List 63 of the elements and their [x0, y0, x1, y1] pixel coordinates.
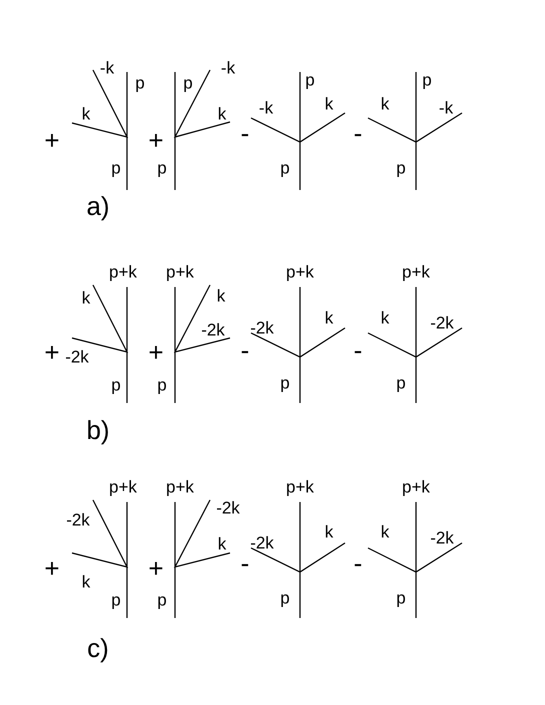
momentum-label: p [183, 74, 193, 92]
momentum-label: k [324, 524, 334, 540]
operator-sign: + [44, 339, 60, 365]
momentum-label: -2k [250, 320, 274, 336]
operator-sign: - [354, 337, 362, 363]
momentum-label: k [82, 290, 90, 306]
momentum-label: p [111, 376, 121, 394]
momentum-label: p+k [109, 264, 137, 280]
momentum-label: -2k [65, 348, 89, 366]
momentum-label: p [305, 72, 315, 88]
momentum-label: p [111, 592, 121, 608]
momentum-label: p [280, 590, 290, 606]
momentum-label: -2k [250, 534, 274, 552]
momentum-label: -k [438, 100, 454, 116]
operator-sign: - [354, 550, 362, 576]
momentum-label: k [324, 96, 334, 112]
momentum-label: p+k [286, 478, 314, 496]
momentum-label: p [135, 74, 145, 92]
momentum-label: p+k [402, 478, 430, 496]
momentum-label: p [396, 374, 406, 392]
momentum-label: -2k [216, 500, 240, 516]
momentum-label: -2k [430, 530, 454, 546]
momentum-label: k [380, 96, 390, 112]
momentum-label: p+k [109, 478, 137, 496]
momentum-label: k [82, 574, 90, 590]
momentum-label: k [218, 536, 226, 552]
operator-sign: + [44, 127, 60, 153]
momentum-label: p+k [166, 264, 194, 280]
operator-sign: - [240, 550, 250, 576]
momentum-label: k [82, 106, 90, 122]
operator-sign: + [148, 127, 164, 153]
momentum-label: k [380, 310, 390, 326]
momentum-label: p [396, 160, 406, 176]
momentum-label: -k [258, 100, 274, 116]
momentum-label: p [157, 160, 167, 176]
momentum-label: p [157, 592, 167, 608]
momentum-label: p [422, 72, 432, 88]
momentum-label: -2k [66, 512, 90, 528]
momentum-label: p [280, 374, 290, 392]
panel-label: c) [87, 635, 109, 661]
operator-sign: - [354, 120, 362, 146]
panel-label: a) [86, 193, 110, 219]
operator-sign: - [240, 337, 250, 363]
operator-sign: + [148, 555, 164, 581]
operator-sign: - [240, 120, 250, 146]
operator-sign: + [44, 555, 60, 581]
momentum-label: p [280, 160, 290, 176]
momentum-label: p+k [166, 478, 194, 496]
momentum-label: p [396, 590, 406, 606]
momentum-label: k [380, 524, 390, 540]
operator-sign: + [148, 339, 164, 365]
momentum-label: k [216, 288, 226, 304]
momentum-label: k [218, 106, 226, 122]
momentum-label: -k [100, 60, 114, 76]
momentum-label: k [324, 310, 334, 326]
momentum-label: -k [220, 60, 236, 76]
momentum-label: p [111, 160, 121, 176]
momentum-label: p [157, 376, 167, 394]
panel-label: b) [86, 417, 110, 443]
momentum-label: p+k [286, 264, 314, 280]
momentum-label: -2k [430, 314, 454, 332]
momentum-label: p+k [402, 264, 430, 280]
momentum-label: -2k [201, 322, 225, 338]
